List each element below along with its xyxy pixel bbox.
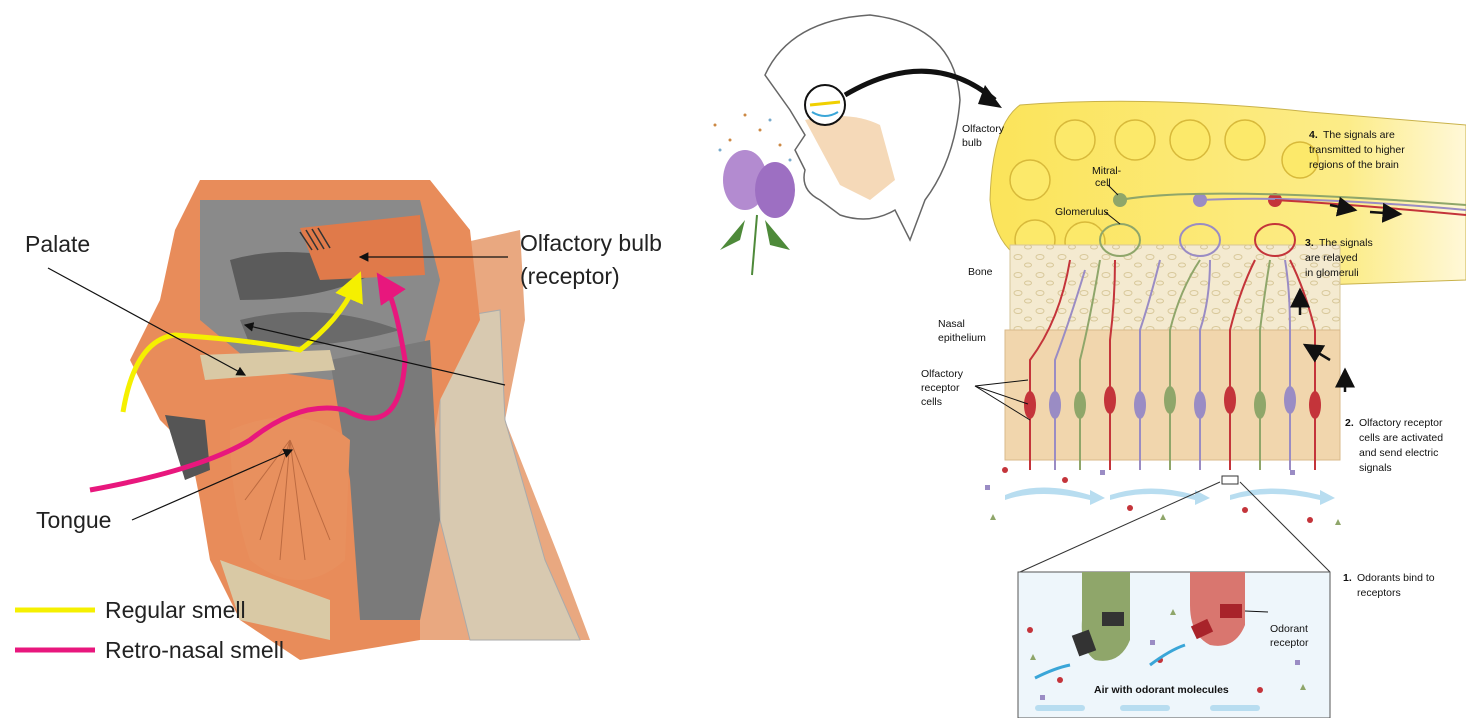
tongue-label: Tongue (36, 507, 111, 533)
legend-retro-label: Retro-nasal smell (105, 637, 284, 663)
step-1-line-1: Odorants bind to (1357, 572, 1435, 584)
bulb-label-2: bulb (962, 137, 982, 149)
nasal-epithelium-label-2: epithelium (938, 332, 986, 344)
legend-regular-label: Regular smell (105, 597, 246, 623)
step-2-line-4: signals (1359, 462, 1392, 474)
airflow (985, 467, 1341, 525)
step-2-line-1: Olfactory receptor (1359, 417, 1443, 429)
receptor-cells-label-2: receptor (921, 382, 960, 394)
step-1-number: 1. (1343, 572, 1352, 584)
step-2-number: 2. (1345, 417, 1354, 429)
palate-label: Palate (25, 231, 90, 257)
mitral-label-2: cell (1095, 177, 1111, 189)
flower (714, 114, 796, 276)
step-3-line-3: in glomeruli (1305, 267, 1359, 279)
step-2-line-2: cells are activated (1359, 432, 1443, 444)
step-3-line-2: are relayed (1305, 252, 1358, 264)
step-4: 4. The signals are transmitted to higher… (1309, 129, 1405, 171)
step-4-line-2: transmitted to higher (1309, 144, 1405, 156)
step-4-number: 4. (1309, 129, 1318, 141)
step-4-line-3: regions of the brain (1309, 159, 1399, 171)
bone-label: Bone (968, 266, 993, 278)
step-3-line-1: The signals (1319, 237, 1373, 249)
glomerulus-label: Glomerulus (1055, 206, 1109, 218)
mitral-label-1: Mitral- (1092, 165, 1122, 177)
receptor-cells-label-1: Olfactory (921, 368, 964, 380)
legend: Regular smell Retro-nasal smell (15, 597, 284, 663)
air-label: Air with odorant molecules (1094, 684, 1229, 696)
odorant-receptor-label-2: receptor (1270, 637, 1309, 649)
zoom-marker (1222, 476, 1238, 484)
bulb-label-1: Olfactory (962, 123, 1005, 135)
step-1-line-2: receptors (1357, 587, 1401, 599)
head-cross-section (48, 180, 590, 660)
olfactory-bulb-receptor-label: (receptor) (520, 263, 620, 289)
step-2-line-3: and send electric (1359, 447, 1438, 459)
step-1: 1. Odorants bind to receptors (1343, 572, 1435, 599)
step-3-number: 3. (1305, 237, 1314, 249)
nasal-epithelium-label-1: Nasal (938, 318, 965, 330)
olfactory-bulb-label: Olfactory bulb (520, 230, 662, 256)
odorant-receptor-label-1: Odorant (1270, 623, 1308, 635)
receptor-cells-label-3: cells (921, 396, 942, 408)
step-2: 2. Olfactory receptor cells are activate… (1345, 417, 1443, 474)
step-4-line-1: The signals are (1323, 129, 1395, 141)
